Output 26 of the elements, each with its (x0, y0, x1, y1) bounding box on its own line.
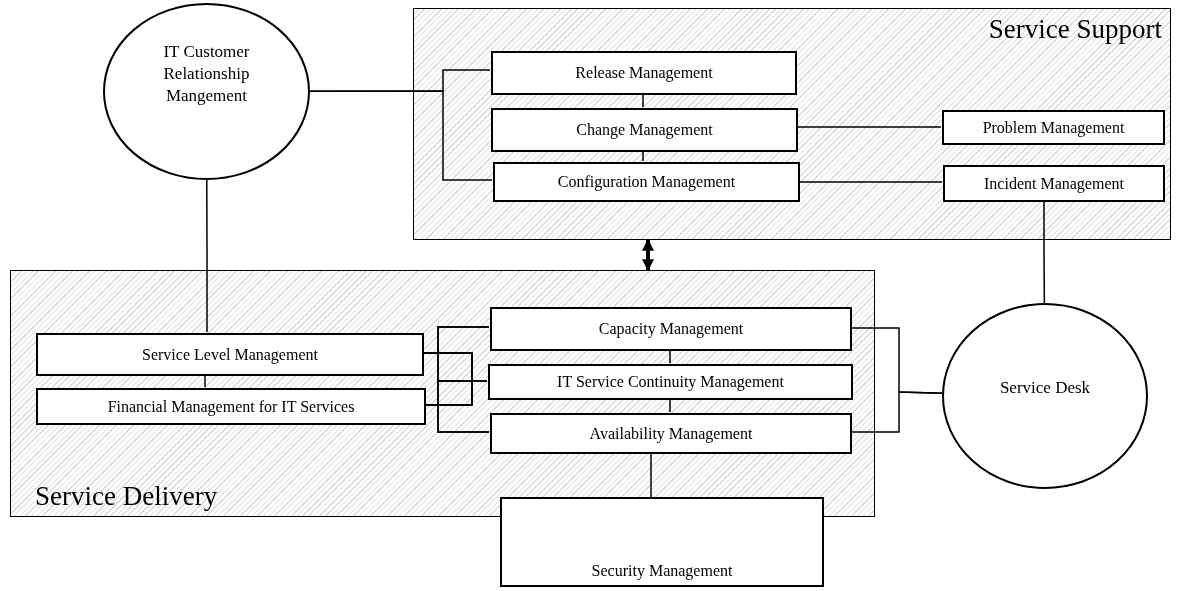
group-panel (413, 8, 1171, 240)
double-arrow (642, 238, 654, 272)
process-box: Configuration Management (493, 162, 800, 202)
connector-line (650, 452, 652, 498)
circle-node: Service Desk (942, 303, 1148, 489)
group-panel (10, 270, 875, 517)
connector-line (204, 374, 206, 388)
connector-line (642, 93, 644, 108)
group-title: Service Support (988, 15, 1162, 45)
process-box: IT Service Continuity Management (488, 364, 853, 400)
process-box: Financial Management for IT Services (36, 388, 426, 425)
group-title: Service Delivery (35, 482, 218, 512)
process-box: Incident Management (943, 165, 1165, 202)
process-box: Change Management (491, 108, 798, 152)
connector-line (669, 398, 671, 413)
connector-line (642, 150, 644, 162)
process-box: Capacity Management (490, 307, 852, 351)
connector-line (1043, 200, 1046, 305)
process-box: Problem Management (942, 110, 1165, 145)
connector-line (206, 178, 208, 333)
circle-node: IT Customer Relationship Mangement (103, 3, 310, 180)
process-box: Release Management (491, 51, 797, 95)
connector-line (669, 349, 671, 364)
process-box: Security Management (500, 497, 824, 587)
process-box: Service Level Management (36, 333, 424, 376)
process-box: Availability Management (490, 413, 852, 454)
